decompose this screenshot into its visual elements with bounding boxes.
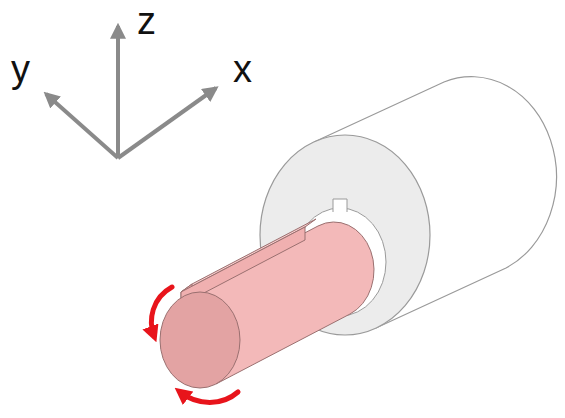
rotation-arrow: [151, 287, 238, 403]
shaft: [160, 219, 374, 388]
axis-label: y: [11, 50, 30, 88]
hub-keyway: [333, 199, 347, 212]
shaft-end: [160, 292, 240, 388]
y-axis: [46, 94, 118, 158]
x-axis: [118, 88, 216, 158]
axes: [46, 26, 216, 158]
z-axis: [116, 26, 120, 158]
axis-label: x: [233, 50, 252, 88]
axis-label: z: [137, 2, 156, 40]
